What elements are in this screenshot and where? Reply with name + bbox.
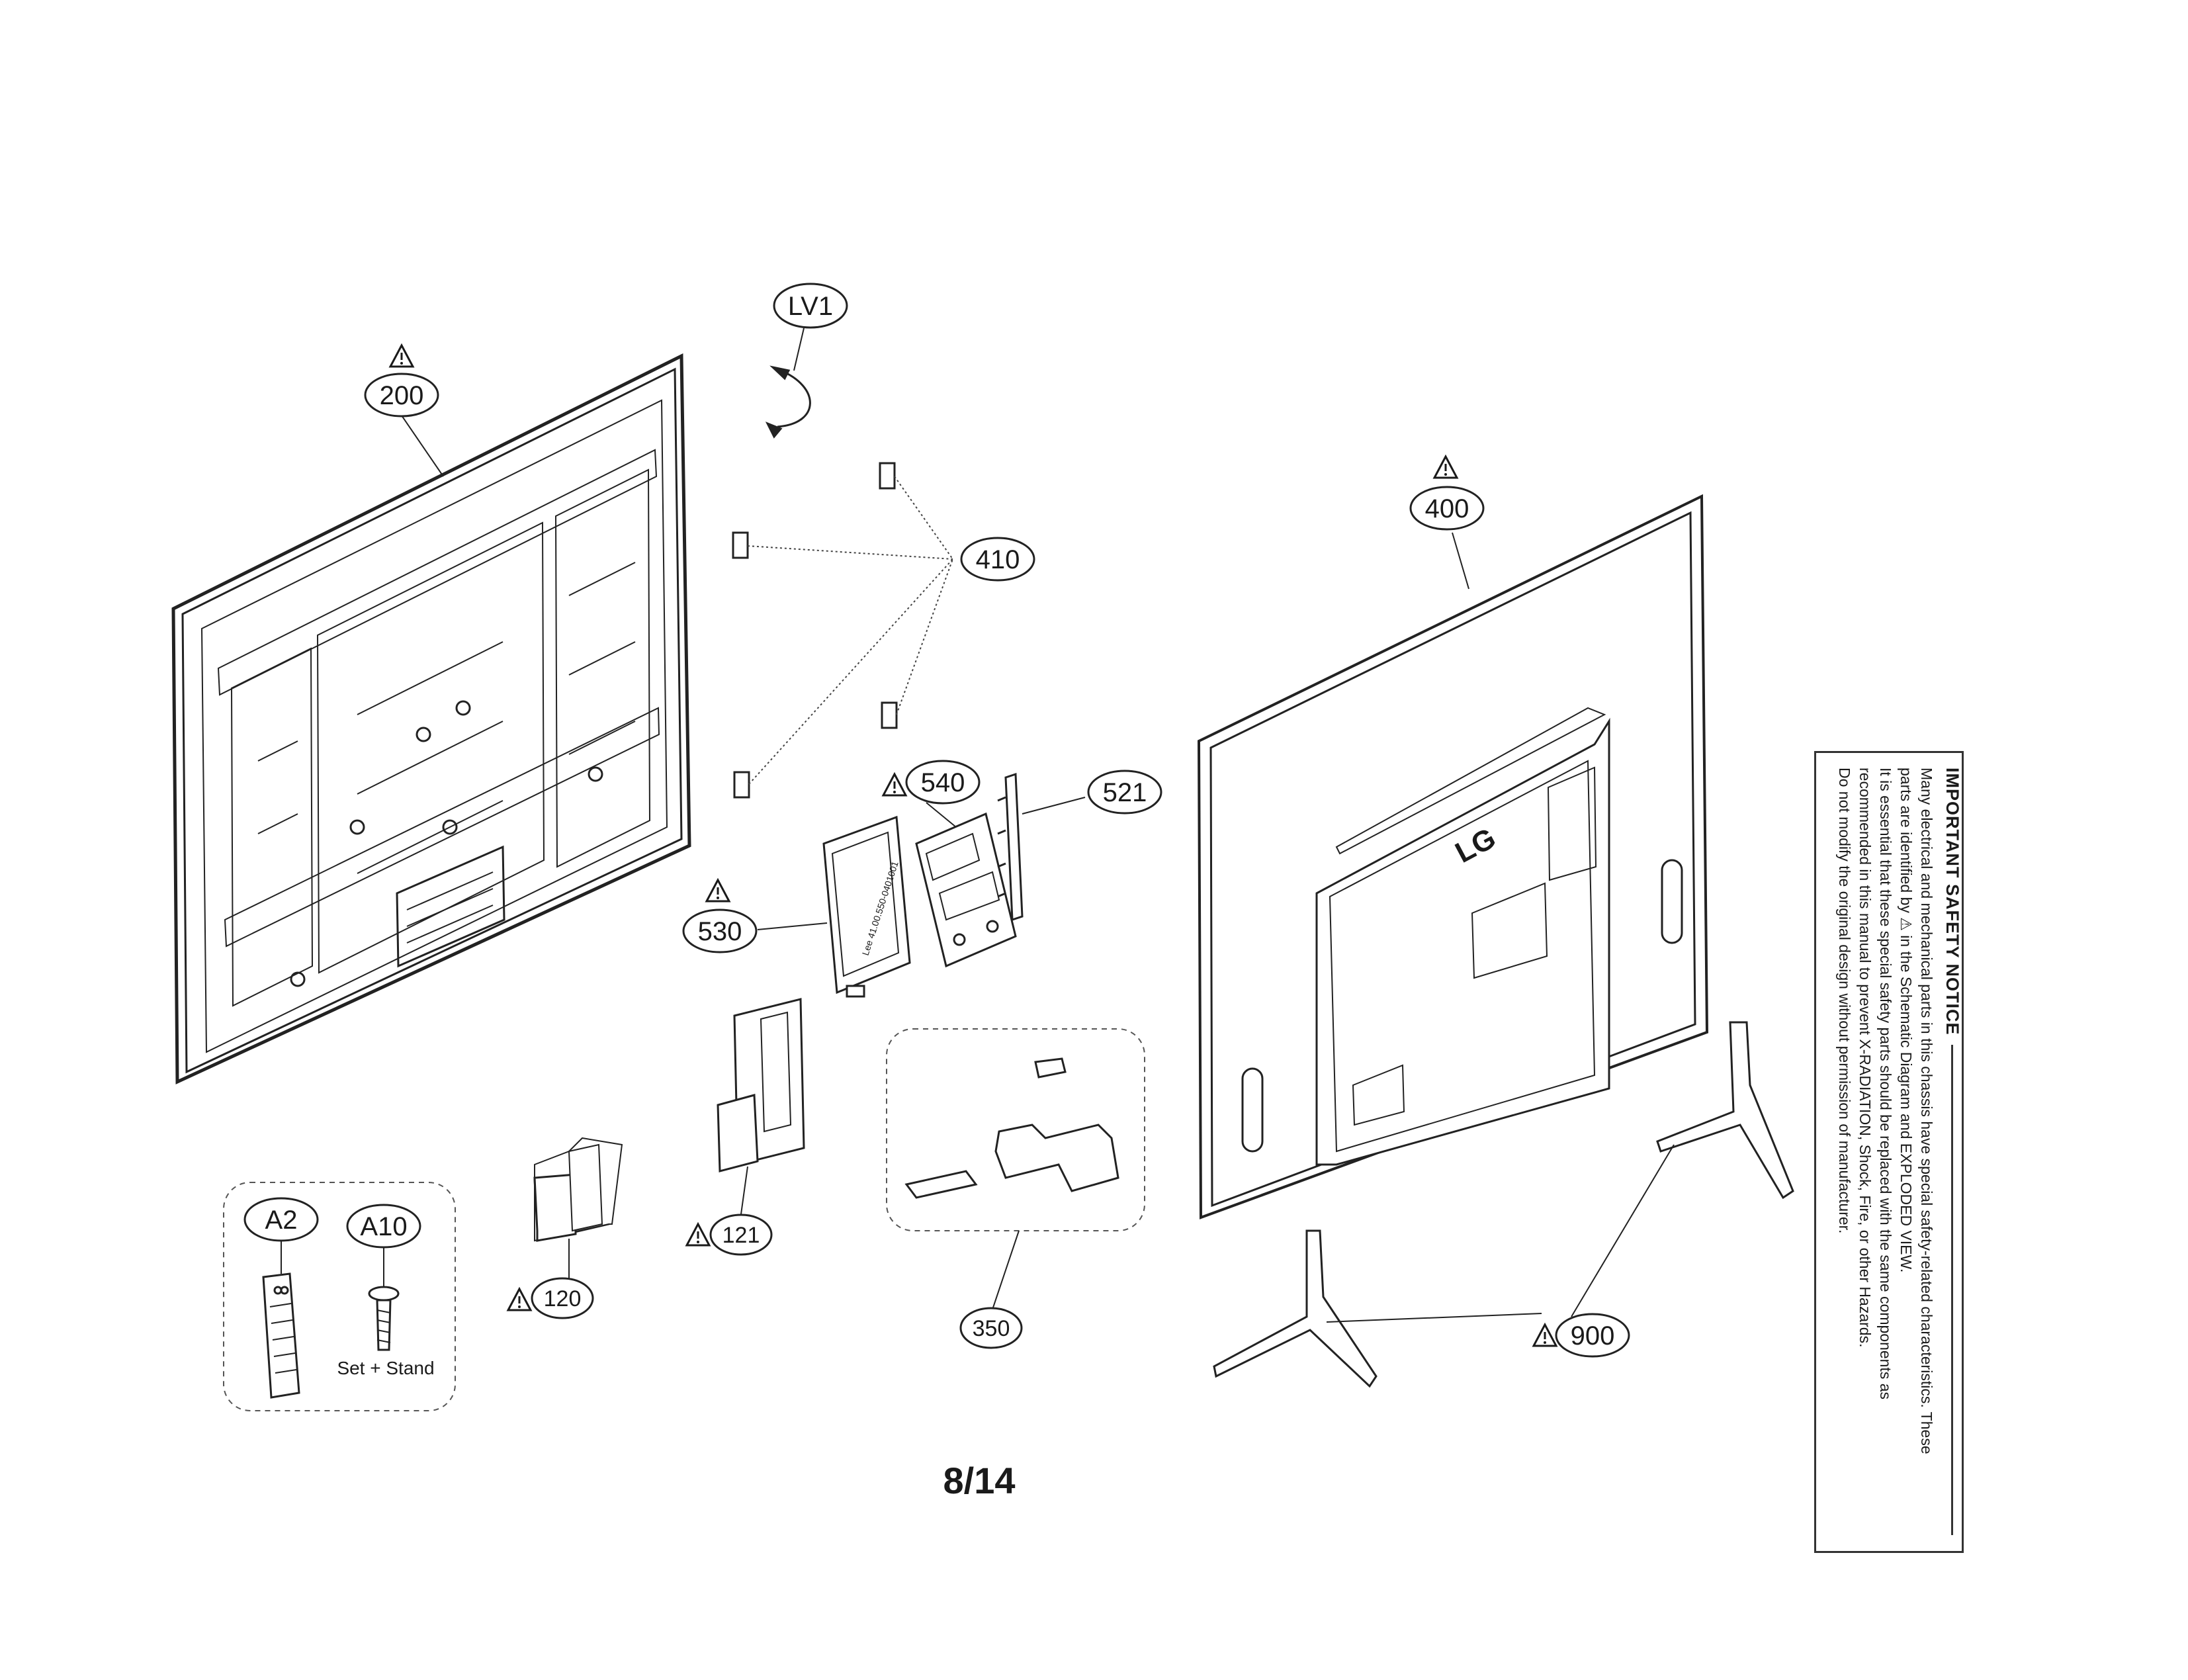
callout-900: 900: [1532, 1313, 1630, 1358]
safety-notice: IMPORTANT SAFETY NOTICE Many electrical …: [1834, 768, 1962, 1535]
bracket-120-drawing: [533, 1137, 623, 1242]
warning-icon: [507, 1288, 532, 1311]
notice-line: Many electrical and mechanical parts in …: [1918, 768, 1935, 1454]
svg-text:121: 121: [722, 1223, 760, 1248]
main-board-540-drawing: [915, 812, 1017, 968]
svg-text:A2: A2: [265, 1206, 298, 1235]
notice-line: parts are identified by ⚠ in the Schemat…: [1898, 768, 1915, 1273]
svg-text:900: 900: [1571, 1321, 1615, 1350]
svg-text:350: 350: [973, 1316, 1010, 1341]
callout-200: 200: [364, 344, 439, 418]
stands-900-drawing: [1213, 1021, 1794, 1388]
safety-notice-body: Many electrical and mechanical parts in …: [1834, 768, 1937, 1535]
bracket-121-drawing: [717, 998, 805, 1172]
notice-line: recommended in this manual to prevent X-…: [1857, 768, 1874, 1348]
svg-text:A10: A10: [360, 1212, 407, 1241]
page-number: 8/14: [943, 1460, 1016, 1501]
svg-text:LV1: LV1: [788, 292, 833, 321]
side-board-521-drawing: [997, 772, 1024, 922]
group-350-outline: [886, 1028, 1145, 1231]
safety-notice-title: IMPORTANT SAFETY NOTICE: [1942, 768, 1962, 1535]
callout-lv1: LV1: [773, 283, 848, 329]
set-stand-label: Set + Stand: [337, 1358, 434, 1378]
accessories-outline: [223, 1182, 456, 1411]
notice-line: It is essential that these special safet…: [1877, 768, 1894, 1400]
callout-a10: A10: [346, 1204, 421, 1249]
warning-icon: [882, 773, 907, 797]
svg-text:521: 521: [1103, 778, 1147, 807]
callout-540: 540: [882, 760, 981, 805]
svg-text:400: 400: [1425, 494, 1469, 523]
safety-notice-box: [1814, 751, 1964, 1553]
remote-a2-drawing: [262, 1272, 300, 1399]
callout-a2: A2: [243, 1197, 319, 1242]
svg-text:410: 410: [976, 545, 1020, 574]
screw-a10-drawing: [368, 1286, 400, 1351]
warning-icon: [685, 1223, 711, 1247]
callout-410: 410: [960, 537, 1035, 582]
svg-text:540: 540: [921, 768, 965, 797]
svg-text:200: 200: [380, 381, 424, 410]
leaders-900: [1326, 1144, 1675, 1323]
power-module-530-drawing: [822, 815, 911, 998]
warning-icon: [389, 344, 414, 368]
callout-120: 120: [507, 1277, 594, 1319]
panel-200-drawing: [171, 353, 691, 1084]
group-350-parts: [904, 1057, 1119, 1199]
warning-icon: [1433, 455, 1458, 479]
notice-line: Do not modify the original design withou…: [1836, 768, 1853, 1234]
callout-350: 350: [959, 1307, 1023, 1349]
callout-121: 121: [685, 1214, 773, 1256]
leaders-410: [747, 476, 953, 785]
back-cover-400-drawing: [1197, 494, 1709, 1219]
callout-400: 400: [1409, 455, 1485, 531]
callout-530: 530: [682, 879, 758, 953]
warning-icon: [705, 879, 730, 903]
svg-text:120: 120: [544, 1286, 582, 1311]
lv1-cable-drawing: [765, 365, 811, 439]
warning-icon: [1532, 1323, 1557, 1347]
brackets-410-drawing: [732, 462, 898, 799]
svg-text:530: 530: [698, 917, 742, 946]
leader-200: [400, 413, 444, 477]
callout-521: 521: [1087, 770, 1162, 815]
